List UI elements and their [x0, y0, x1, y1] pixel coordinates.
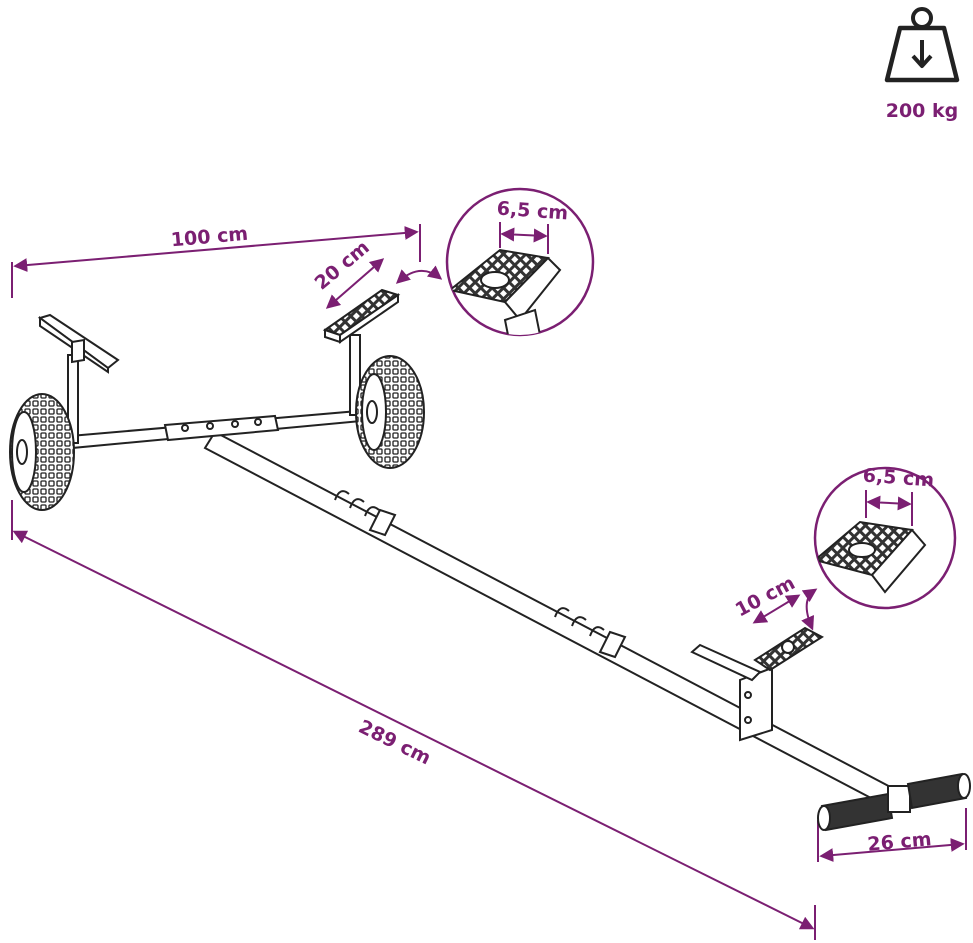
callout-arrow-front — [801, 588, 818, 631]
detail-callout-rear-pad — [445, 187, 595, 337]
dim-overall-length-label: 289 cm — [355, 716, 434, 770]
strap-clamps-front — [554, 607, 605, 637]
handle — [817, 772, 971, 832]
weight-label: 200 kg — [886, 100, 959, 122]
dim-handle-width-label: 26 cm — [867, 828, 933, 856]
callout-arrow-rear — [395, 265, 443, 284]
dim-pad-rear-width-label: 6,5 cm — [496, 198, 569, 225]
dim-pad-front-length-label: 10 cm — [732, 572, 799, 622]
dim-pad-rear-length — [325, 258, 385, 309]
dim-pad-rear-length-label: 20 cm — [311, 236, 374, 294]
weight-icon — [884, 7, 960, 83]
main-tube — [203, 430, 902, 810]
dim-overall-length — [11, 500, 816, 940]
support-post-left — [37, 313, 120, 444]
support-post-right — [322, 288, 401, 416]
dim-pad-front-length — [752, 594, 801, 624]
strap-clamps-rear — [334, 490, 380, 517]
wheel-left — [9, 393, 75, 511]
dim-pad-front-width-label: 6,5 cm — [862, 465, 935, 492]
detail-callout-front-pad — [813, 466, 957, 610]
dim-width — [11, 224, 421, 298]
front-bracket — [690, 626, 824, 742]
dim-handle-width — [817, 808, 967, 863]
wheel-right — [355, 355, 425, 469]
